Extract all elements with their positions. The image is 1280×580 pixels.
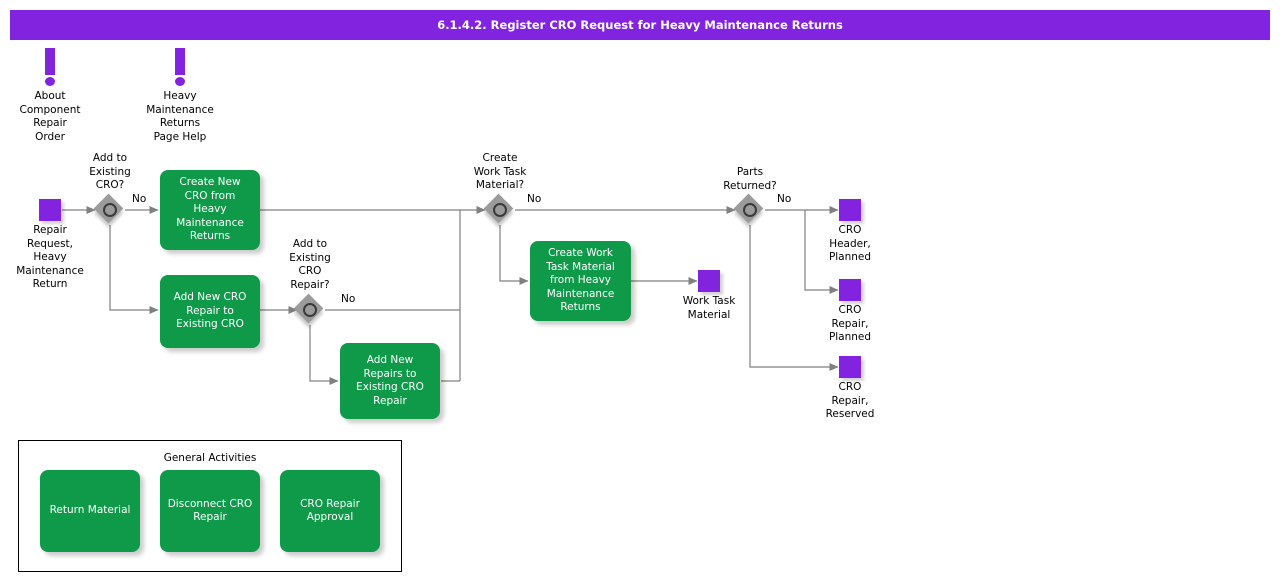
data-object-label: Repair Request, Heavy Maintenance Return	[16, 224, 84, 290]
gateway-add-to-existing-cro-repair[interactable]	[293, 293, 325, 325]
gateway-label-create-work-task-material: Create Work Task Material?	[473, 152, 527, 191]
gateway-create-work-task-material[interactable]	[483, 193, 515, 225]
edge-label-no-1: No	[132, 193, 147, 205]
gateway-circle-icon	[743, 203, 757, 217]
data-object-icon	[698, 270, 720, 292]
general-activities-title: General Activities	[163, 452, 257, 464]
data-object-icon	[39, 199, 61, 221]
data-object-icon	[839, 199, 861, 221]
gateway-label-add-to-existing-cro: Add to Existing CRO?	[89, 152, 131, 191]
gateway-label-add-to-existing-cro-repair: Add to Existing CRO Repair?	[289, 238, 331, 291]
edge-label-no-4: No	[777, 193, 792, 205]
task-cro-repair-approval[interactable]: CRO Repair Approval	[280, 470, 380, 552]
gateway-add-to-existing-cro[interactable]	[93, 193, 125, 225]
data-object-cro-repair-reserved[interactable]: CRO Repair, Reserved	[804, 356, 896, 422]
data-object-label: Work Task Material	[682, 295, 736, 321]
data-object-label: CRO Repair, Planned	[828, 304, 872, 343]
data-object-cro-repair-planned[interactable]: CRO Repair, Planned	[804, 279, 896, 345]
data-object-icon	[839, 279, 861, 301]
data-object-label: CRO Repair, Reserved	[825, 381, 875, 420]
task-create-work-task-material-from-heavy-maintenance-returns[interactable]: Create Work Task Material from Heavy Mai…	[530, 241, 631, 321]
data-object-icon	[839, 356, 861, 378]
edge-label-no-3: No	[527, 193, 542, 205]
gateway-circle-icon	[303, 303, 317, 317]
task-disconnect-cro-repair[interactable]: Disconnect CRO Repair	[160, 470, 260, 552]
page-title: 6.1.4.2. Register CRO Request for Heavy …	[10, 10, 1270, 40]
exclamation-icon	[0, 48, 105, 88]
gateway-parts-returned[interactable]	[733, 193, 765, 225]
data-object-cro-header-planned[interactable]: CRO Header, Planned	[804, 199, 896, 265]
data-object-work-task-material[interactable]: Work Task Material	[663, 270, 755, 322]
annotation-label: Heavy Maintenance Returns Page Help	[146, 90, 214, 143]
edge-label-no-2: No	[341, 293, 356, 305]
annotation-about-component-repair-order[interactable]: About Component Repair Order	[0, 48, 105, 144]
exclamation-icon	[125, 48, 235, 88]
annotation-label: About Component Repair Order	[19, 90, 81, 143]
gateway-label-parts-returned: Parts Returned?	[723, 166, 777, 192]
task-create-new-cro-from-heavy-maintenance-returns[interactable]: Create New CRO from Heavy Maintenance Re…	[160, 170, 260, 250]
task-add-new-cro-repair-to-existing-cro[interactable]: Add New CRO Repair to Existing CRO	[160, 275, 260, 348]
task-return-material[interactable]: Return Material	[40, 470, 140, 552]
task-add-new-repairs-to-existing-cro-repair[interactable]: Add New Repairs to Existing CRO Repair	[340, 343, 440, 419]
annotation-heavy-maintenance-returns-page-help[interactable]: Heavy Maintenance Returns Page Help	[125, 48, 235, 144]
data-object-repair-request-heavy-maintenance-return[interactable]: Repair Request, Heavy Maintenance Return	[4, 199, 96, 292]
gateway-circle-icon	[493, 203, 507, 217]
data-object-label: CRO Header, Planned	[828, 224, 872, 263]
gateway-circle-icon	[103, 203, 117, 217]
